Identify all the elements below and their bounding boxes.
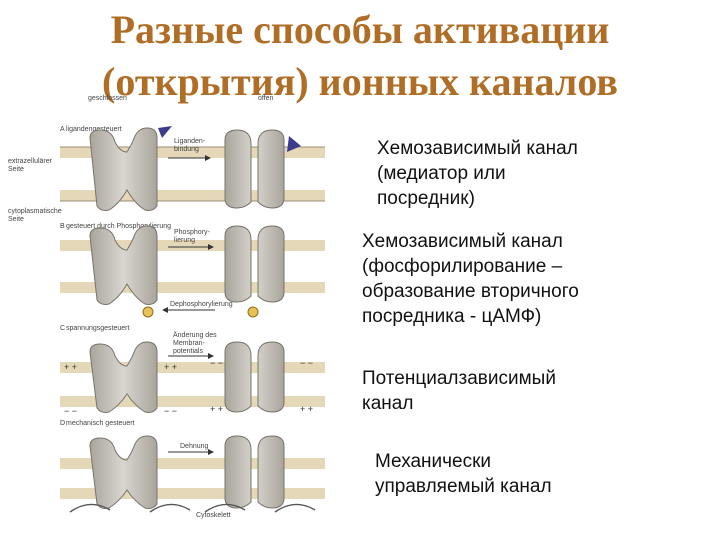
ligand-icon: [158, 126, 172, 138]
description-mechanically-gated: Механически управляемый канал: [375, 451, 552, 497]
panel-d-mechanically-gated: D mechanisch gesteuert Dehnung Cytoskele…: [60, 420, 325, 519]
arrow-d-label: Dehnung: [180, 443, 209, 450]
closed-state-label: geschlossen: [88, 95, 127, 102]
arrow-b-label: Phosphory-lierung: [174, 229, 210, 244]
svg-text:C: C: [60, 325, 65, 332]
description-ligand-gated: Хемозависимый канал (медиатор или посред…: [377, 138, 578, 209]
ligand-bound-icon: [287, 136, 301, 152]
cytoskeleton-lines: [69, 503, 316, 513]
arrow-b-reverse-label: Dephosphorylierung: [170, 301, 233, 308]
svg-text:B: B: [60, 223, 65, 230]
svg-text:− −: − −: [300, 358, 313, 368]
svg-text:+ +: + +: [300, 404, 313, 414]
arrow-a-label: Liganden-bindung: [174, 138, 206, 153]
svg-text:A: A: [60, 126, 65, 133]
slide-title: Разные способы активации (открытия) ионн…: [102, 7, 618, 104]
panel-a-title: ligandengesteuert: [66, 126, 122, 133]
phosphate-icon: [142, 306, 154, 318]
svg-text:− −: − −: [164, 406, 177, 416]
svg-text:D: D: [60, 420, 65, 427]
channel-open: [224, 129, 285, 209]
panel-b-title: gesteuert durch Phosphorylierung: [66, 223, 171, 230]
panel-d-title: mechanisch gesteuert: [66, 420, 135, 427]
cytoskeleton-label: Cytoskelett: [196, 512, 231, 519]
description-phosphorylation: Хемозависимый канал (фосфорилирование – …: [362, 231, 579, 327]
panel-c-voltage-gated: C spannungsgesteuert + + + + − − − − − − − …: [60, 325, 325, 416]
membrane-top: [60, 147, 325, 158]
svg-text:+ +: + +: [210, 404, 223, 414]
panel-c-title: spannungsgesteuert: [66, 325, 129, 332]
channel-closed: [89, 225, 158, 305]
panel-b-phosphorylation: B gesteuert durch Phosphorylierung Phosp…: [60, 223, 325, 318]
channel-closed: [89, 435, 158, 509]
channel-closed: [89, 341, 158, 413]
panel-a-ligand-gated: ligandengesteuert A Liganden-bindung: [60, 126, 325, 211]
svg-text:+ +: + +: [64, 362, 77, 372]
open-state-label: offen: [258, 95, 274, 102]
channel-closed: [89, 127, 158, 211]
svg-text:− −: − −: [64, 406, 77, 416]
svg-text:− −: − −: [210, 358, 223, 368]
membrane-bottom: [60, 190, 325, 201]
description-voltage-gated: Потенциалзависимый канал: [362, 368, 556, 414]
channel-open: [224, 341, 285, 413]
channel-open: [224, 435, 285, 509]
svg-text:+ +: + +: [164, 362, 177, 372]
channel-open: [224, 225, 285, 303]
phosphate-icon: [247, 306, 259, 318]
